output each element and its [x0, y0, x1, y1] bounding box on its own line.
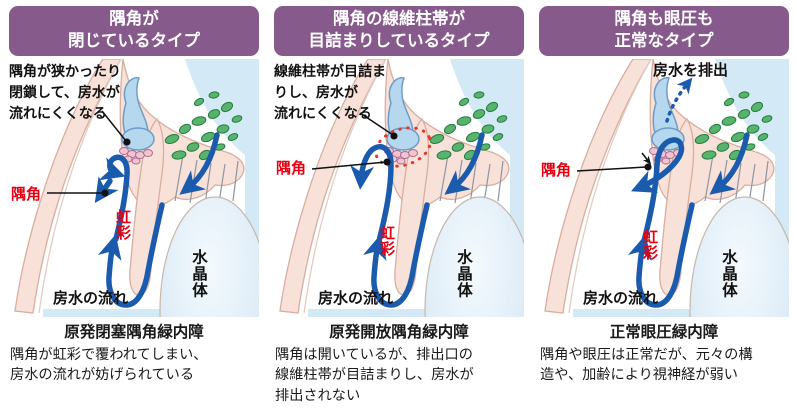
diagnosis-description: 隅角は開いているが、排出口の 線維柱帯が目詰まりし、房水が 排出されない: [275, 346, 474, 404]
panel-header: 隅角の線維柱帯が 目詰まりしているタイプ: [274, 6, 524, 56]
diagnosis-description: 隅角が虹彩で覆われてしまい、 房水の流れが妨げられている: [10, 346, 208, 384]
iris-label: 虹彩: [114, 208, 131, 241]
leader-lines: [576, 152, 652, 172]
iris-label: 虹彩: [378, 224, 395, 257]
angle-label: 隅角: [11, 185, 42, 203]
panel-header: 隅角が 閉じているタイプ: [9, 6, 259, 56]
eye-diagram-normal: 房水を排出 隅角 虹彩 水晶体 房水の流れ: [539, 59, 789, 317]
eye-anatomy-illustration: [9, 59, 259, 317]
lens-label: 水晶体: [455, 248, 472, 299]
leader-lines: [311, 111, 398, 170]
lens-label: 水晶体: [720, 248, 737, 299]
aqueous-flow-label: 房水の流れ: [583, 289, 659, 307]
panel-closed-angle: 隅角が 閉じているタイプ 隅角が狭かったり 閉鎖して、房水が 流れにくくなる 隅: [9, 6, 259, 406]
annotation-text: 線維柱帯が目詰ま りし、房水が 流れにくくなる: [274, 62, 386, 121]
panel-header: 隅角も眼圧も 正常なタイプ: [539, 6, 789, 56]
eye-diagram-closed-angle: 隅角が狭かったり 閉鎖して、房水が 流れにくくなる 隅角 虹彩 水晶体 房水の流…: [9, 59, 259, 317]
clogged-meshwork-circle: [374, 125, 432, 168]
outflow-dashed-arrow: [665, 77, 693, 123]
aqueous-flow-label: 房水の流れ: [318, 289, 394, 307]
eye-anatomy-illustration: [274, 59, 524, 317]
outflow-label: 房水を排出: [653, 61, 729, 79]
undrained-flow-arrow: [350, 143, 394, 244]
diagnosis-title: 原発閉塞隅角緑内障: [64, 323, 204, 341]
angle-label: 隅角: [276, 159, 307, 177]
iris-label: 虹彩: [641, 228, 658, 261]
aqueous-flow-label: 房水の流れ: [53, 289, 129, 307]
circulating-flow-arrow: [630, 136, 685, 244]
annotation-text: 隅角が狭かったり 閉鎖して、房水が 流れにくくなる: [9, 62, 121, 121]
angle-label: 隅角: [541, 161, 572, 179]
eye-anatomy-illustration: [539, 59, 789, 317]
diagnosis-title: 正常眼圧緑内障: [609, 323, 719, 341]
diagnosis-description: 隅角や眼圧は正常だが、元々の構 造や、加齢により視神経が弱い: [540, 346, 753, 384]
diagnosis-title: 原発開放隅角緑内障: [329, 323, 469, 341]
leader-lines: [47, 110, 131, 197]
panel-clogged-meshwork: 隅角の線維柱帯が 目詰まりしているタイプ 線維柱帯が目詰ま りし、房水が 流れ: [274, 6, 524, 406]
panel-normal-tension: 隅角も眼圧も 正常なタイプ 房水を排出 隅角 虹彩 水晶体: [539, 6, 789, 406]
eye-diagram-clogged-meshwork: 線維柱帯が目詰ま りし、房水が 流れにくくなる 隅角 虹彩 水晶体 房水の流れ: [274, 59, 524, 317]
lens-label: 水晶体: [190, 248, 207, 299]
